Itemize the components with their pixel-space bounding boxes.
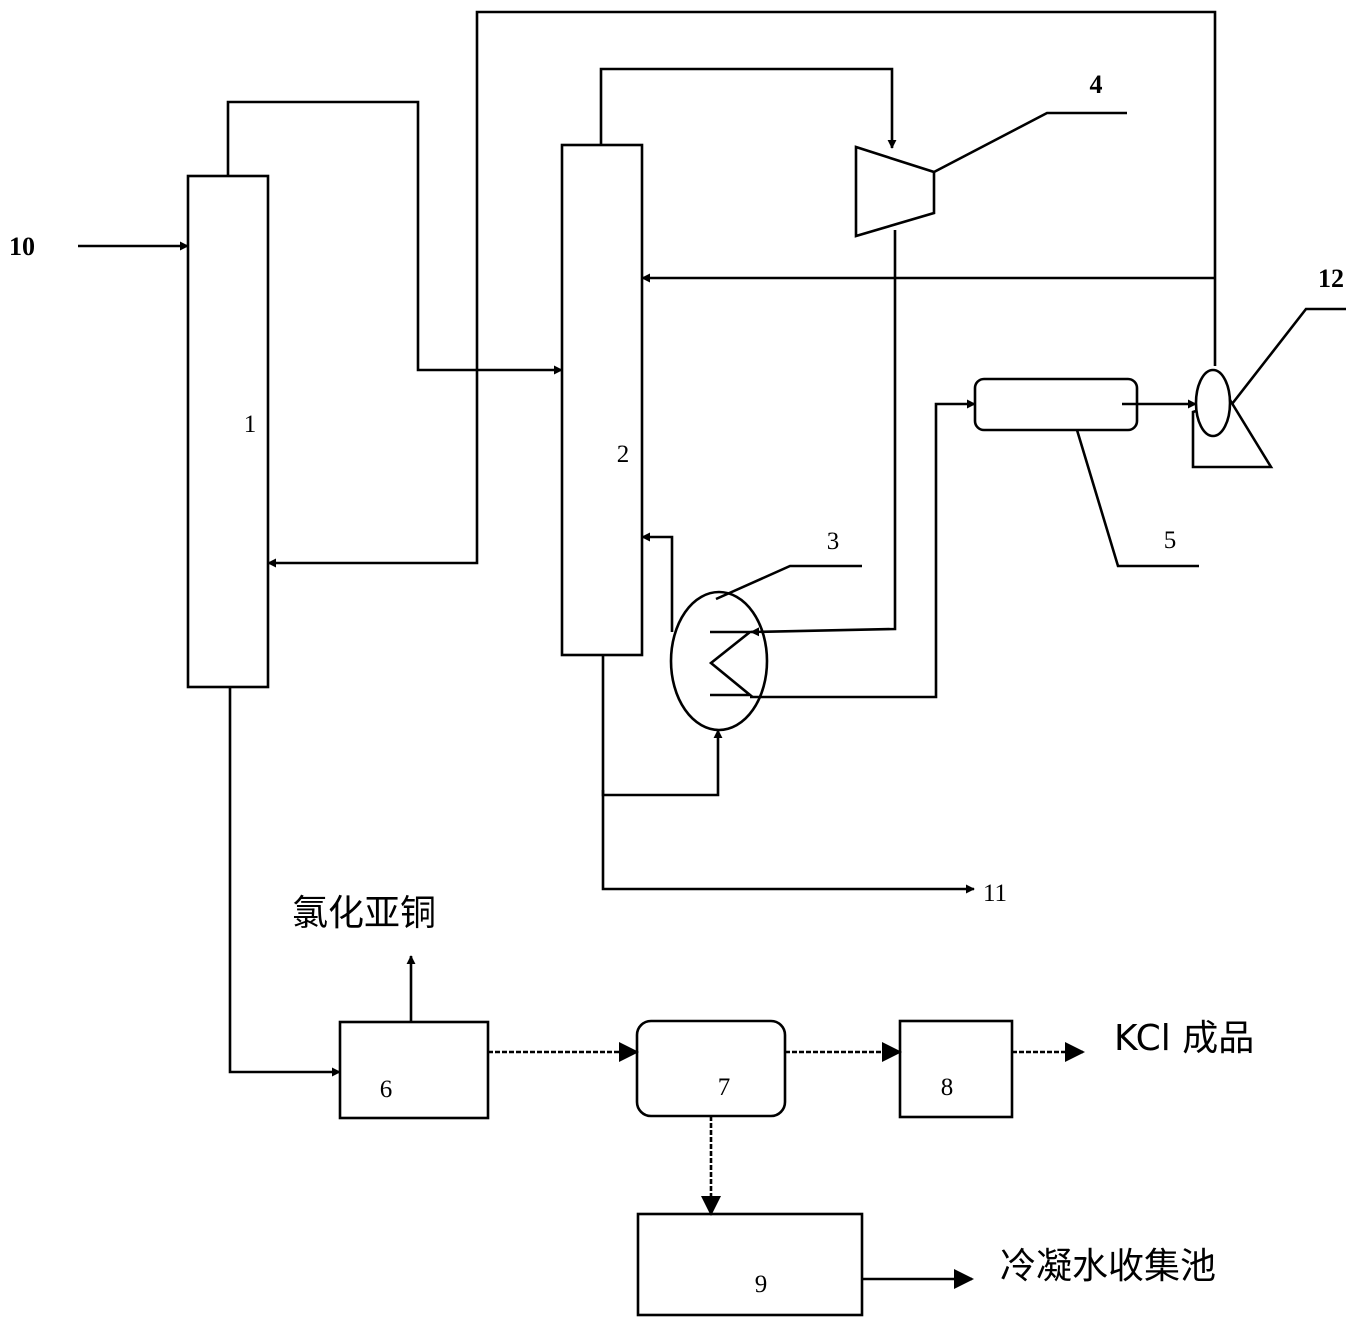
line-exchanger-to-tank bbox=[750, 399, 976, 699]
line-reboiler-vapor-to-col2 bbox=[641, 532, 674, 632]
column-1 bbox=[186, 174, 270, 689]
label-unit-8: 8 bbox=[941, 1074, 954, 1101]
label-kcl-product: KCl 成品 bbox=[1114, 1018, 1254, 1059]
label-stream-10: 10 bbox=[9, 232, 35, 261]
label-unit-6: 6 bbox=[380, 1076, 393, 1103]
label-unit-5: 5 bbox=[1164, 527, 1177, 554]
unit-9 bbox=[636, 1212, 864, 1317]
line-col1-top-to-col2 bbox=[226, 100, 563, 375]
label-unit-12: 12 bbox=[1318, 264, 1344, 293]
label-unit-1: 1 bbox=[244, 411, 257, 438]
compressor-4 bbox=[854, 145, 936, 238]
leader-3 bbox=[715, 564, 862, 601]
label-unit-4: 4 bbox=[1090, 70, 1103, 99]
line-col2-bottom-to-exchanger bbox=[601, 655, 723, 797]
line-col1-bottom-to-unit6 bbox=[228, 687, 341, 1077]
column-2 bbox=[560, 143, 644, 657]
label-cuprous-chloride: 氯化亚铜 bbox=[292, 893, 436, 934]
label-unit-3: 3 bbox=[827, 528, 840, 555]
pump-12 bbox=[1191, 368, 1274, 469]
label-condensate-pool: 冷凝水收集池 bbox=[1000, 1246, 1216, 1287]
label-unit-2: 2 bbox=[617, 441, 630, 468]
unit-8 bbox=[898, 1019, 1014, 1119]
line-compressor-to-exchanger bbox=[750, 230, 897, 637]
unit-6 bbox=[338, 1020, 490, 1120]
leader-12 bbox=[1230, 307, 1346, 405]
label-unit-9: 9 bbox=[755, 1271, 768, 1298]
heat-exchanger-3 bbox=[669, 590, 769, 732]
label-stream-11: 11 bbox=[983, 880, 1007, 907]
leader-4 bbox=[933, 111, 1127, 174]
line-col2-bottom-product-11 bbox=[601, 790, 975, 894]
tank-5 bbox=[973, 377, 1139, 432]
line-recycle-to-col1 bbox=[267, 10, 1217, 568]
unit-7 bbox=[635, 1019, 787, 1118]
line-col2-top-to-compressor bbox=[599, 67, 897, 149]
label-unit-7: 7 bbox=[718, 1074, 731, 1101]
leader-5 bbox=[1075, 429, 1199, 568]
